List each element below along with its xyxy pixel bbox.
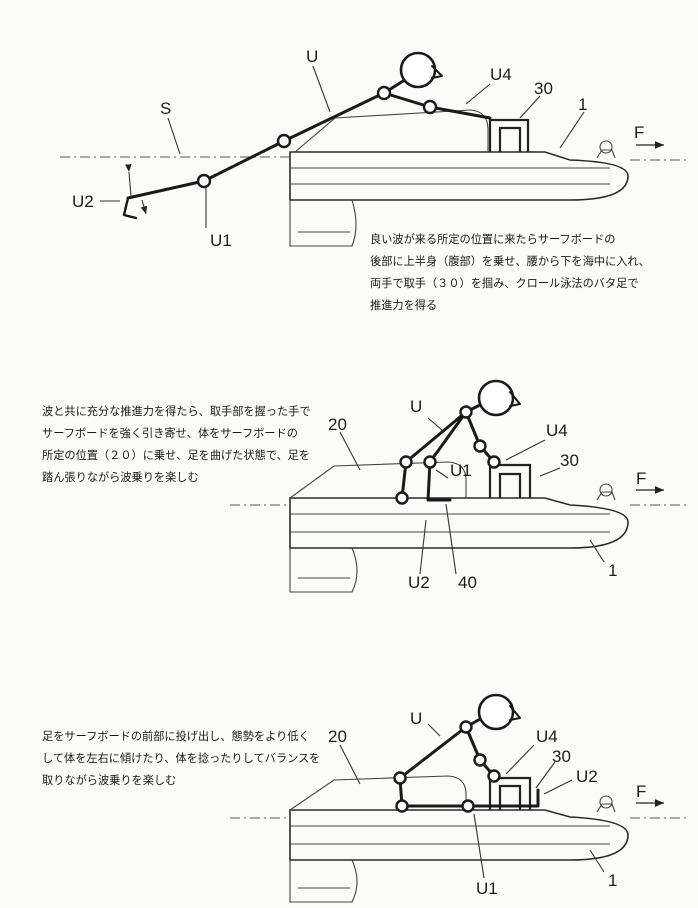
label-u4: U4 [490, 65, 512, 84]
label-u2: U2 [576, 767, 598, 786]
label-handle-30: 30 [552, 747, 571, 766]
caption-line: 踏ん張りながら波乗りを楽しむ [42, 470, 199, 484]
caption-line: 足をサーフボードの前部に投げ出し、態勢をより低く [42, 729, 310, 743]
label-f: F [636, 469, 646, 488]
label-u: U [410, 709, 422, 728]
rider [122, 51, 492, 220]
label-s: S [160, 99, 171, 118]
caption-1: 良い波が来る所定の位置に来たらサーフボードの 後部に上半身（腹部）を乗せ、腰から… [370, 232, 650, 312]
handle-30 [488, 776, 532, 810]
label-f: F [636, 782, 646, 801]
label-u2: U2 [408, 573, 430, 592]
label-position-20: 20 [328, 727, 347, 746]
caption-line: 推進力を得る [370, 298, 437, 312]
label-u4: U4 [536, 727, 558, 746]
label-board-1: 1 [608, 561, 617, 580]
label-f: F [634, 123, 644, 142]
label-u2: U2 [72, 192, 94, 211]
label-u1: U1 [450, 461, 472, 480]
label-foot-40: 40 [458, 573, 477, 592]
caption-line: 後部に上半身（腹部）を乗せ、腰から下を海中に入れ、 [370, 254, 650, 268]
rider-head [477, 693, 515, 731]
tow-ring-icon [599, 140, 613, 154]
caption-line: サーフボードを強く引き寄せ、体をサーフボードの [42, 426, 298, 440]
label-position-20: 20 [328, 415, 347, 434]
handle-30 [488, 118, 530, 152]
tow-ring-icon [599, 483, 613, 497]
caption-line: 所定の位置（２０）に乗せ、足を曲げた状態で、足を [42, 448, 310, 462]
label-u4: U4 [546, 421, 568, 440]
caption-line: 波と共に充分な推進力を得たら、取手部を握った手で [42, 404, 311, 418]
rider-head [477, 379, 515, 417]
label-u1: U1 [476, 879, 498, 898]
handle-30 [488, 463, 532, 498]
panel-2: U U4 20 30 F U1 U2 40 1 波と共に充分な推進力を得たら、取… [42, 379, 690, 593]
label-handle-30: 30 [560, 451, 579, 470]
caption-2: 波と共に充分な推進力を得たら、取手部を握った手で サーフボードを強く引き寄せ、体… [42, 404, 311, 484]
label-handle-30: 30 [534, 79, 553, 98]
label-board-1: 1 [578, 95, 587, 114]
rider [393, 693, 540, 813]
panel-1: U U4 30 1 S F U2 U1 良い波が来る所定の位置に来たらサーフボー… [60, 47, 690, 312]
caption-3: 足をサーフボードの前部に投げ出し、態勢をより低く して体を左右に傾けたり、体を捻… [42, 729, 320, 787]
caption-line: して体を左右に傾けたり、体を捻ったりしてバランスを [42, 751, 320, 765]
caption-line: 両手で取手（３０）を掴み、クロール泳法のバタ足で [370, 276, 639, 290]
caption-line: 取りながら波乗りを楽しむ [42, 773, 176, 787]
label-board-1: 1 [608, 871, 617, 890]
surfboard [289, 775, 629, 903]
caption-line: 良い波が来る所定の位置に来たらサーフボードの [370, 232, 615, 246]
surfboard [289, 109, 629, 247]
tow-ring-icon [599, 795, 613, 809]
rider-head [399, 51, 437, 89]
panel-3: U 20 U4 30 U2 F U1 1 足をサーフボードの前部に投げ出し、態勢… [42, 693, 690, 903]
label-u1: U1 [210, 231, 232, 250]
label-u: U [306, 47, 318, 66]
rider [395, 379, 521, 505]
label-u: U [410, 397, 422, 416]
